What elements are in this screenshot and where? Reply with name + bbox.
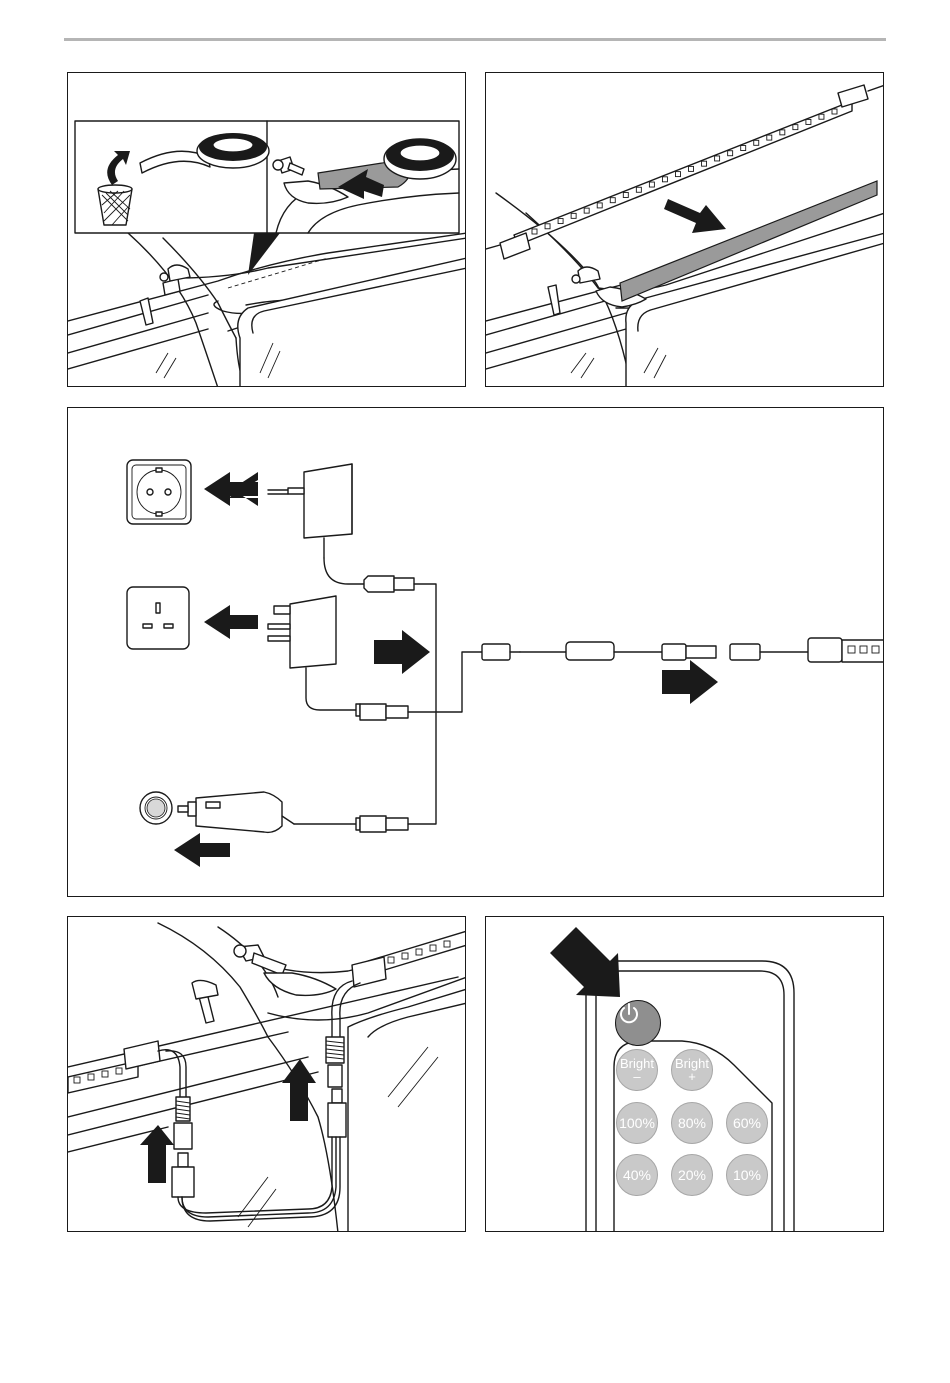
bright-minus-sign: –	[633, 1070, 640, 1083]
car-adapter-icon	[178, 792, 356, 832]
car-roof-drawing	[68, 233, 466, 387]
arrow-up-icon	[140, 1125, 174, 1183]
step-panel-power-options	[67, 407, 884, 897]
dc-plug-icon	[172, 1089, 346, 1197]
level-80-button[interactable]: 80%	[671, 1102, 713, 1144]
level-40-button[interactable]: 40%	[616, 1154, 658, 1196]
waste-basket-icon	[98, 185, 132, 225]
arrow-icon	[374, 630, 430, 674]
bright-plus-button[interactable]: Bright +	[671, 1049, 713, 1091]
bright-minus-button[interactable]: Bright –	[616, 1049, 658, 1091]
step-panel-connect-plug	[67, 916, 466, 1232]
uk-socket-icon	[127, 587, 189, 649]
step-panel-remote-control: Bright – Bright + 100% 80% 60% 40% 20% 1…	[485, 916, 884, 1232]
arrow-up-icon	[282, 1059, 316, 1121]
tape-roll-icon	[197, 133, 269, 168]
header-rule	[64, 38, 886, 41]
dc-jack-icon	[174, 1037, 344, 1149]
step-panel-attach-strip	[485, 72, 884, 387]
level-100-button[interactable]: 100%	[616, 1102, 658, 1144]
arrow-icon	[664, 199, 726, 233]
arrow-icon	[204, 605, 258, 639]
eu-socket-icon	[127, 460, 191, 524]
level-60-button[interactable]: 60%	[726, 1102, 768, 1144]
bright-plus-sign: +	[688, 1070, 696, 1083]
dc-plug-icon	[356, 576, 414, 832]
arrow-icon	[662, 660, 718, 704]
uk-adapter-icon	[268, 596, 356, 710]
power-icon	[616, 1001, 642, 1027]
eu-adapter-icon	[268, 464, 364, 584]
led-strip-icon	[730, 638, 884, 662]
inline-switch-icon	[482, 642, 716, 660]
level-20-button[interactable]: 20%	[671, 1154, 713, 1196]
level-10-button[interactable]: 10%	[726, 1154, 768, 1196]
power-button[interactable]	[615, 1000, 661, 1046]
arrow-icon	[174, 833, 230, 867]
arrow-icon	[550, 927, 620, 997]
arrow-icon	[204, 472, 258, 506]
step-panel-adhesive-tape	[67, 72, 466, 387]
tape-roll-icon	[384, 139, 456, 179]
car-socket-icon	[140, 792, 172, 824]
